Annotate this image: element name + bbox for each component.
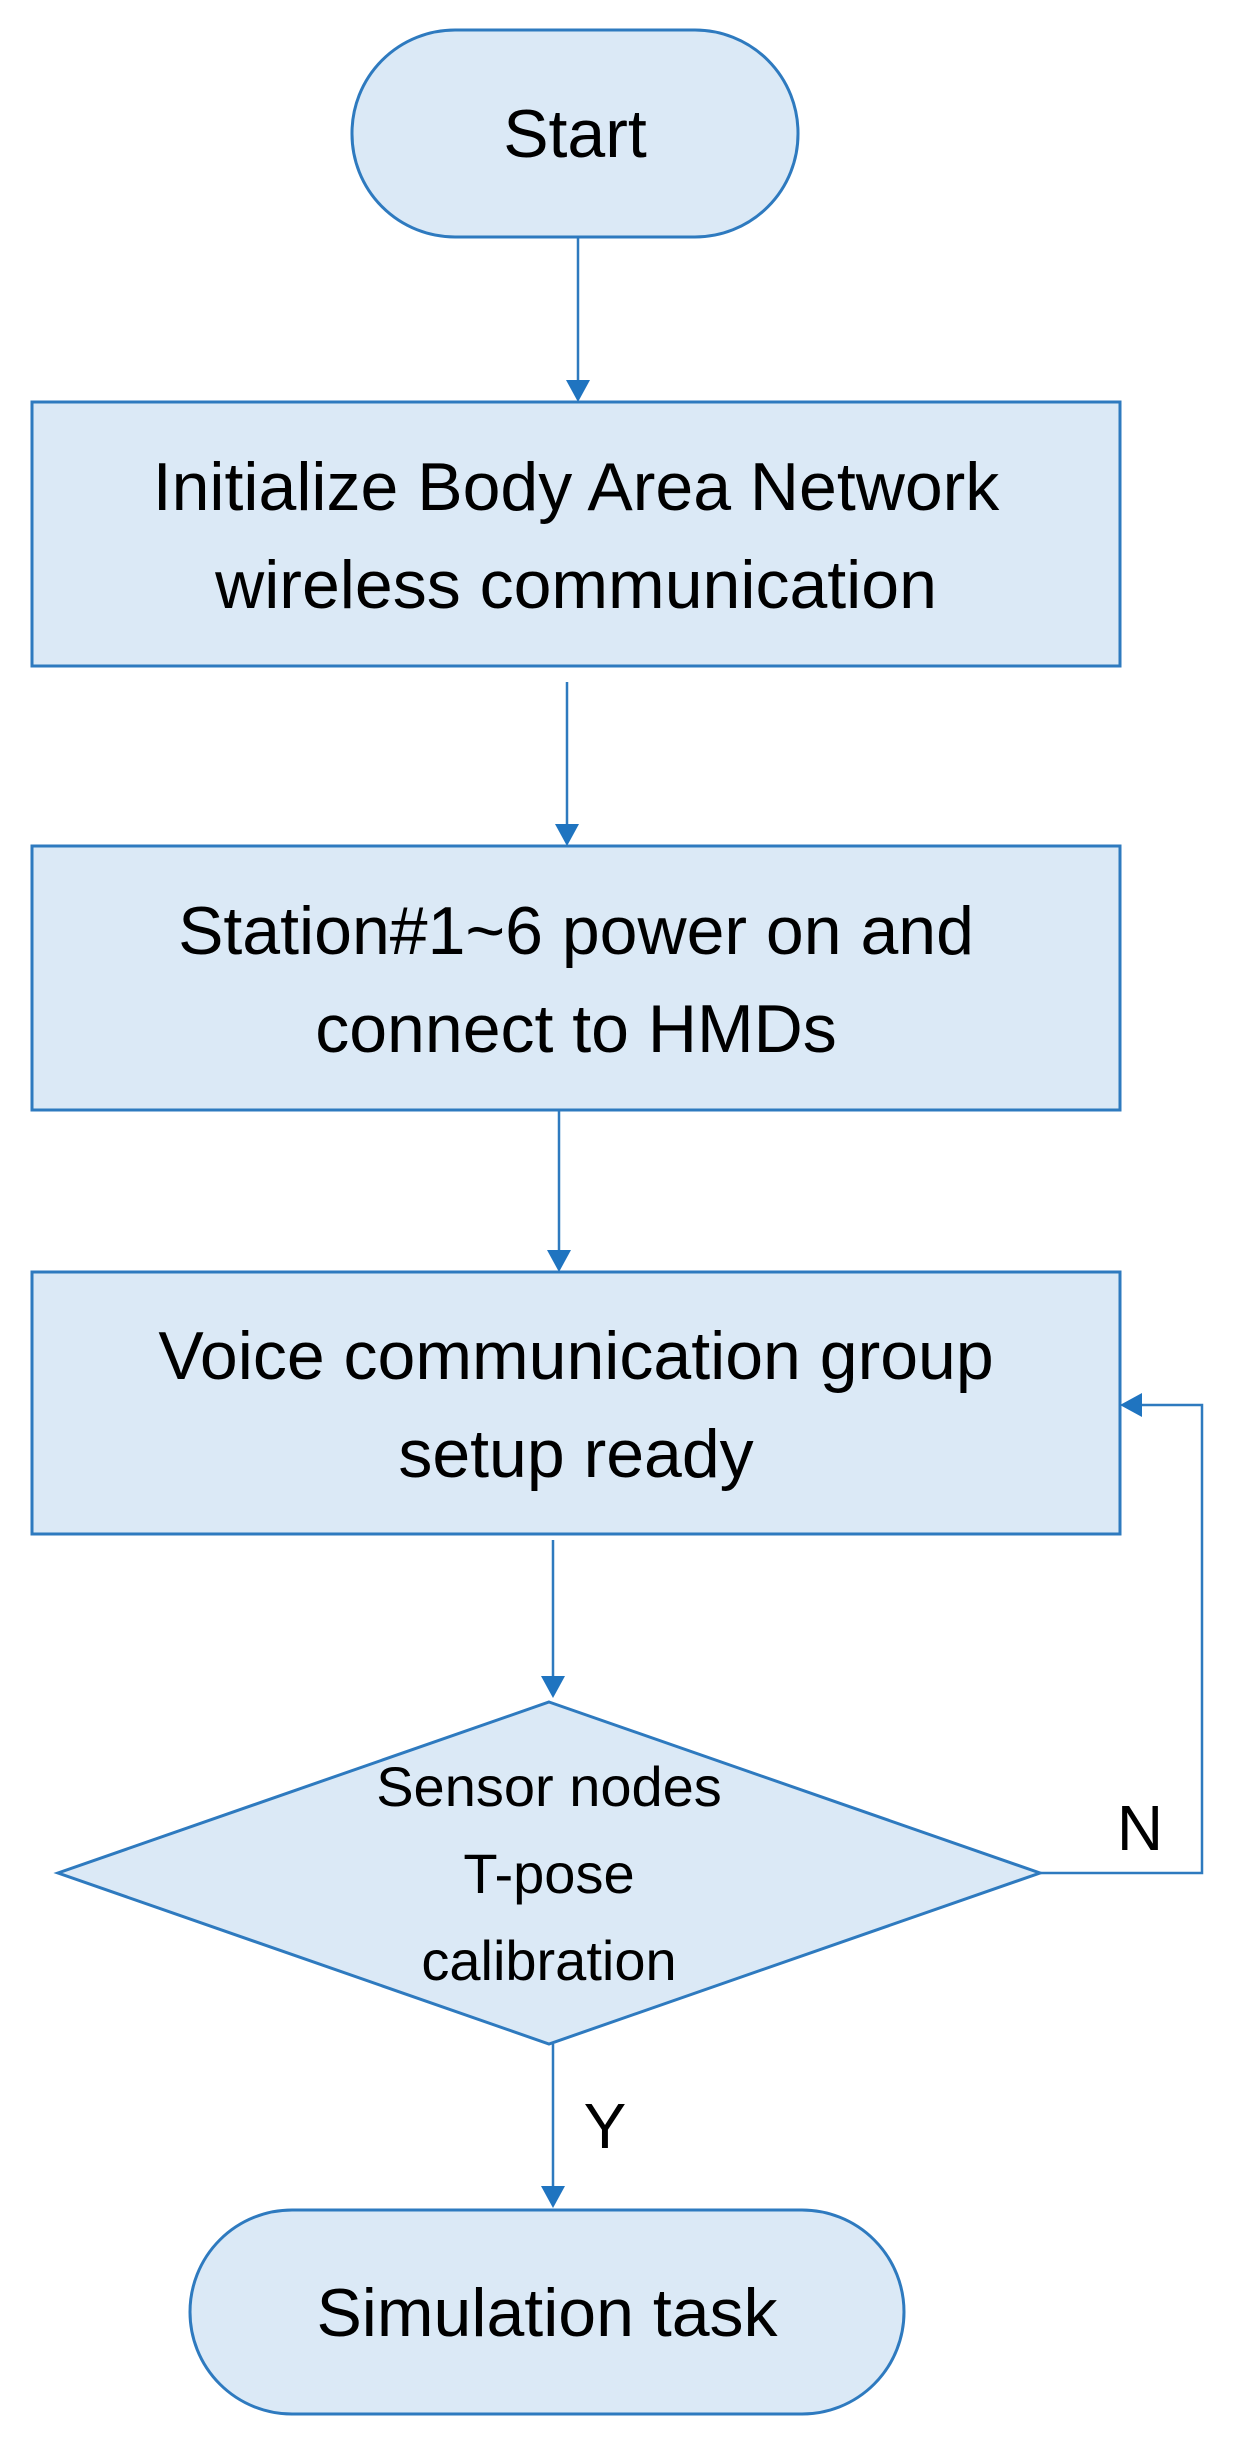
edge-label-yes: Y — [584, 2090, 627, 2162]
voice-label-line2: setup ready — [398, 1416, 753, 1492]
voice-node: Voice communication group setup ready — [30, 1270, 1122, 1536]
init-label-line1: Initialize Body Area Network — [153, 449, 1001, 525]
arrow-head — [566, 380, 590, 402]
edge-label-no: N — [1117, 1792, 1163, 1864]
edge-start-to-init — [566, 237, 590, 402]
edge-calibration-yes: Y — [541, 2044, 626, 2208]
init-label-line2: wireless communication — [214, 547, 937, 623]
edge-calibration-no-loop: N — [1040, 1393, 1204, 1875]
voice-label-line1: Voice communication group — [158, 1318, 993, 1394]
calibration-label-line3: calibration — [421, 1929, 676, 1992]
simulation-node: Simulation task — [188, 2208, 906, 2416]
simulation-shape — [188, 2208, 906, 2416]
arrow-head — [1120, 1393, 1142, 1417]
arrow-head — [547, 1250, 571, 1272]
station-shape — [30, 844, 1122, 1112]
edge-voice-to-calibration — [541, 1540, 565, 1698]
edge-init-to-station — [555, 682, 579, 846]
station-label-line1: Station#1~6 power on and — [178, 893, 974, 969]
voice-shape — [30, 1270, 1122, 1536]
init-node: Initialize Body Area Network wireless co… — [30, 400, 1122, 668]
start-shape — [350, 28, 800, 239]
start-label: Start — [503, 96, 647, 172]
edge-station-to-voice — [547, 1110, 571, 1272]
station-node: Station#1~6 power on and connect to HMDs — [30, 844, 1122, 1112]
station-label-line2: connect to HMDs — [315, 991, 837, 1067]
calibration-shape — [53, 1700, 1045, 2046]
start-node: Start — [350, 28, 800, 239]
arrow-head — [555, 824, 579, 846]
simulation-label: Simulation task — [316, 2275, 778, 2351]
init-shape — [30, 400, 1122, 668]
arrow-head — [541, 2186, 565, 2208]
calibration-decision: Sensor nodes T-pose calibration — [53, 1700, 1045, 2046]
calibration-label-line2: T-pose — [463, 1842, 634, 1905]
arrow-head — [541, 1676, 565, 1698]
calibration-label-line1: Sensor nodes — [376, 1755, 722, 1818]
